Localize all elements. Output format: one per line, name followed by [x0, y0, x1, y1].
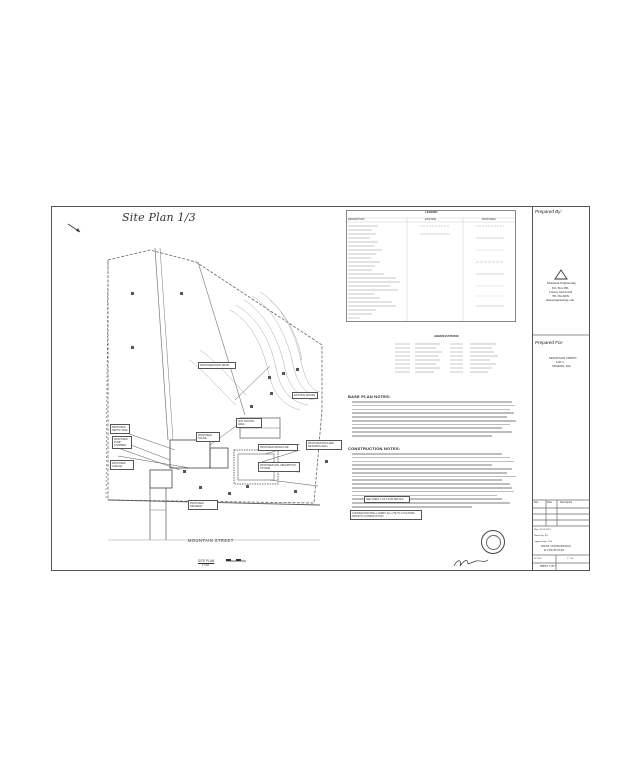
scale-value: 1"=20'	[567, 557, 574, 560]
callout-retaining-wall: PROPOSED BOULDER RETAINING WALL	[306, 440, 342, 450]
base-plan-notes-text	[352, 401, 517, 439]
callout-water-line: PROPOSED WATER LINE	[258, 444, 298, 451]
legend-table	[346, 210, 516, 322]
abbreviations-grid	[395, 343, 498, 373]
base-plan-notes-title: BASE PLAN NOTES:	[348, 394, 391, 399]
title-block-rules	[532, 334, 590, 571]
project-line-2: & UTILITY PLAN	[544, 549, 565, 552]
legend-col-description: DESCRIPTION	[348, 218, 365, 221]
legend-col-proposed: PROPOSED	[482, 218, 496, 221]
firm-address-2: Canton, MA 02126	[549, 290, 573, 294]
scale-bar	[226, 559, 246, 562]
firm-web: mtneeringineering.com	[546, 298, 574, 302]
callout-garage: PROPOSED GARAGE	[110, 460, 134, 470]
rev-label: Rev.	[534, 501, 539, 504]
title-block	[532, 206, 590, 571]
sheet-title: Site Plan 1/3	[122, 211, 196, 224]
callout-pump-chamber: PROPOSED PUMP CHAMBER	[112, 436, 132, 449]
legend-rows	[348, 225, 400, 319]
north-arrow-icon	[67, 223, 81, 233]
plan-scale: 1"=20'	[202, 564, 210, 567]
callout-see-sheet: SEE SHEET 2 OF 3 FOR DETAILS	[364, 496, 410, 503]
construction-notes-text	[352, 453, 517, 510]
callout-contractor-note: CONTRACTOR SHALL VERIFY ALL UTILITY LOCA…	[350, 510, 422, 520]
callout-house: PROPOSED HOUSE	[196, 432, 220, 442]
client-line-1: MOUNTAIN STREET	[549, 356, 577, 360]
sheet-number: SHEET 1 OF 3	[540, 565, 556, 568]
proposed-structures	[149, 417, 281, 489]
street-label: MOUNTAIN STREET	[188, 538, 234, 543]
drawing-sheet	[51, 206, 590, 571]
prepared-by-label: Prepared By:	[535, 209, 562, 214]
engineer-seal-icon	[481, 530, 505, 554]
firm-name: Mountain Engineering	[547, 281, 576, 285]
legend-symbols	[420, 225, 504, 307]
callout-septic-tank: PROPOSED SEPTIC TANK	[110, 424, 130, 434]
firm-phone: 781-562-6009	[552, 294, 569, 298]
callout-driveway: PROPOSED DRIVEWAY	[188, 500, 218, 510]
callout-sas: PROPOSED SOIL ABSORPTION SYSTEM	[258, 462, 300, 472]
callout-woods: EXISTING WOODS	[292, 392, 318, 399]
legend-col-existing: EXISTING	[425, 218, 437, 221]
scale-label: SCALE	[534, 557, 542, 560]
construction-notes-title: CONSTRUCTION NOTES:	[348, 446, 401, 451]
desc-label: Description	[560, 501, 573, 504]
callout-soil-testing: SOIL TESTING AREA	[236, 418, 262, 428]
callout-roof-drain: PROPOSED ROOF DRAIN	[198, 362, 236, 369]
legend-grid	[346, 217, 516, 322]
prepared-for-label: Prepared For:	[535, 340, 564, 345]
plan-label: SITE PLAN	[198, 559, 215, 563]
project-line-1: SEPTIC SYSTEM DESIGN	[541, 545, 571, 548]
drawn-by: Drawn by: B.J.	[534, 534, 549, 537]
abbreviations-title: ABBREVIATIONS	[434, 334, 459, 338]
date-label: Date	[547, 501, 552, 504]
date-value: Date: 05/16/2021	[534, 528, 551, 531]
legend-title: LEGEND	[425, 210, 438, 214]
firm-logo-icon	[554, 269, 568, 280]
client-line-3: SHARON, MA	[552, 364, 571, 368]
contour-lines	[189, 291, 321, 411]
approved-by: Approved by: J.M.	[534, 540, 553, 543]
tree-symbols	[131, 292, 328, 495]
client-line-2: LOT C	[556, 360, 565, 364]
signature	[453, 559, 489, 567]
driveway	[149, 488, 167, 540]
firm-address-1: P.O. Box 286,	[552, 286, 569, 290]
